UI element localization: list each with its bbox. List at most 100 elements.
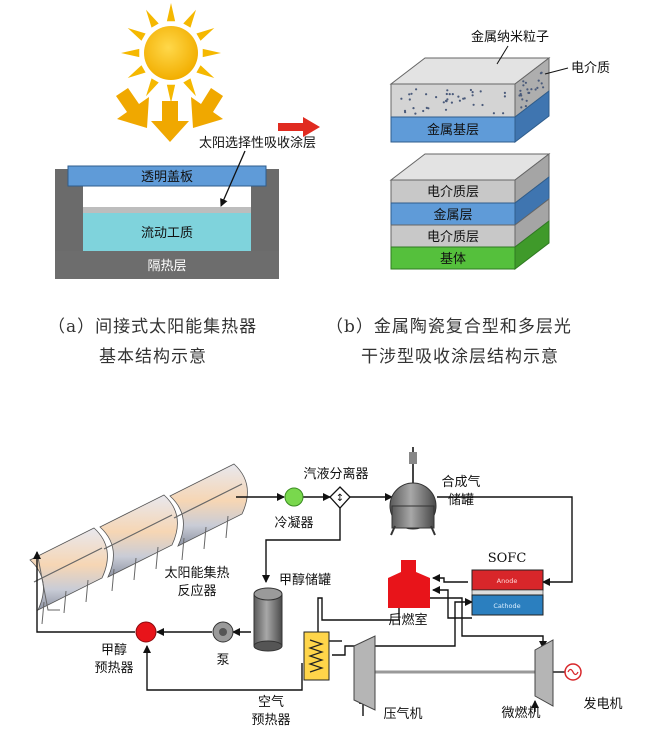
insulation-label: 隔热层: [147, 259, 186, 274]
nanoparticle-dot: [451, 93, 454, 96]
nanoparticle-dot: [520, 94, 523, 97]
sun-icon: [121, 3, 221, 103]
sunlight-arrow-right: [191, 88, 223, 128]
sun-ray: [183, 78, 196, 97]
cermet-block: 金属基层 金属纳米粒子 电介质: [389, 29, 610, 144]
coating-pointer: [220, 150, 246, 207]
sun-ray: [127, 28, 146, 41]
nanoparticle-dot: [442, 101, 445, 104]
sun-ray: [202, 48, 221, 58]
nanoparticle-dot: [404, 111, 407, 114]
air-preheater: [303, 631, 330, 681]
pipe-afterburner-to-turbine: [430, 597, 547, 649]
nanoparticle-label: 金属纳米粒子: [471, 29, 549, 45]
sun-ray: [183, 9, 196, 28]
methanol-preheater: [135, 621, 157, 643]
separator-symbol: ↕: [336, 493, 344, 504]
turbine-label: 微燃机: [501, 705, 540, 721]
nanoparticle-dot: [425, 106, 428, 109]
nanoparticle-dot: [471, 91, 474, 94]
nanoparticles: [400, 71, 545, 115]
nanoparticle-dot: [537, 79, 540, 82]
methanol-tank: [253, 587, 283, 652]
panel-a: 透明盖板 流动工质 隔热层 太阳选择性吸收涂层: [55, 3, 320, 279]
nanoparticle-pointer: [496, 45, 509, 65]
nanoparticle-dot: [522, 84, 525, 87]
preheater-label-1: 甲醇: [101, 642, 127, 658]
nanoparticle-dot: [408, 93, 411, 96]
reactor-label-1: 太阳能集热: [164, 565, 229, 581]
cover-label: 透明盖板: [141, 170, 193, 185]
solar-trough-3: [169, 463, 248, 561]
nanoparticle-dot: [518, 94, 521, 97]
nanoparticle-dot: [412, 107, 415, 110]
nanoparticle-dot: [463, 97, 466, 100]
nanoparticle-dot: [410, 92, 413, 95]
nanoparticle-dot: [450, 101, 453, 104]
red-transition-arrow: [278, 117, 320, 137]
syngas-tank-label-2: 储罐: [448, 493, 474, 508]
solar-trough-1: [29, 527, 108, 625]
layer-label-3: 电介质层: [427, 230, 479, 245]
nanoparticle-dot: [425, 93, 428, 96]
air-preheater-label-1: 空气: [258, 694, 284, 710]
condenser: [284, 487, 304, 507]
sun-ray: [146, 9, 159, 28]
layer-label-1: 电介质层: [427, 185, 479, 200]
pump-label: 泵: [216, 653, 229, 668]
condenser-label: 冷凝器: [274, 515, 313, 531]
separator-label: 汽液分离器: [303, 466, 368, 482]
sun-ray: [196, 65, 215, 78]
system-diagram: ↕ Anode Cathode: [29, 447, 623, 728]
sun-ray: [127, 65, 146, 78]
nanoparticle-dot: [446, 89, 449, 92]
nanoparticle-dot: [526, 88, 529, 91]
nanoparticle-dot: [444, 108, 448, 111]
methanol-tank-label: 甲醇储罐: [279, 572, 331, 588]
sunlight-arrow-center: [151, 101, 189, 142]
nanoparticle-dot: [522, 80, 525, 83]
afterburner-label: 后燃室: [388, 612, 427, 628]
transparent-cover: [67, 165, 267, 187]
nanoparticle-dot: [527, 91, 530, 94]
nanoparticle-dot: [458, 99, 461, 102]
pipework: [33, 493, 573, 716]
afterburner: [388, 560, 430, 608]
nanoparticle-dot: [435, 96, 438, 99]
nanoparticle-dot: [536, 86, 539, 89]
nanoparticle-dot: [481, 103, 484, 107]
nanoparticle-dot: [503, 95, 506, 98]
caption-a-line2: 基本结构示意: [99, 347, 207, 367]
insulation-layer: [55, 251, 279, 279]
nanoparticle-dot: [519, 89, 522, 92]
nanoparticle-dot: [415, 88, 418, 91]
nanoparticle-dot: [469, 88, 472, 92]
sunlight-arrow-left: [116, 88, 149, 128]
nanoparticle-dot: [408, 98, 411, 101]
separator: [329, 486, 351, 509]
nanoparticle-dot: [444, 99, 448, 102]
pipe-airpreheater-to-preheater: [143, 645, 303, 691]
sun-ray: [166, 3, 176, 22]
nanoparticle-dot: [524, 105, 528, 108]
pipe-sofc-to-afterburner: [432, 586, 472, 619]
selective-coating: [83, 207, 251, 213]
nanoparticle-dot: [414, 112, 417, 115]
nanoparticle-dot: [471, 94, 474, 97]
air-preheater-label-2: 预热器: [251, 713, 290, 728]
compressor-label: 压气机: [383, 706, 422, 722]
reactor-label-2: 反应器: [177, 583, 216, 599]
pipe-syngas-to-sofc: [437, 496, 573, 586]
sofc-label: SOFC: [488, 551, 527, 566]
nanoparticle-dot: [502, 112, 505, 115]
fluid-label: 流动工质: [141, 226, 193, 241]
nanoparticle-dot: [479, 90, 482, 93]
nanoparticle-dot: [445, 92, 448, 96]
sun-ray: [146, 78, 159, 97]
nanoparticle-dot: [492, 112, 495, 115]
pipe-afterburner-to-airpreheater: [317, 597, 400, 632]
nanoparticle-dot: [525, 99, 528, 102]
solar-trough-2: [99, 494, 178, 592]
nanoparticle-dot: [524, 81, 528, 84]
